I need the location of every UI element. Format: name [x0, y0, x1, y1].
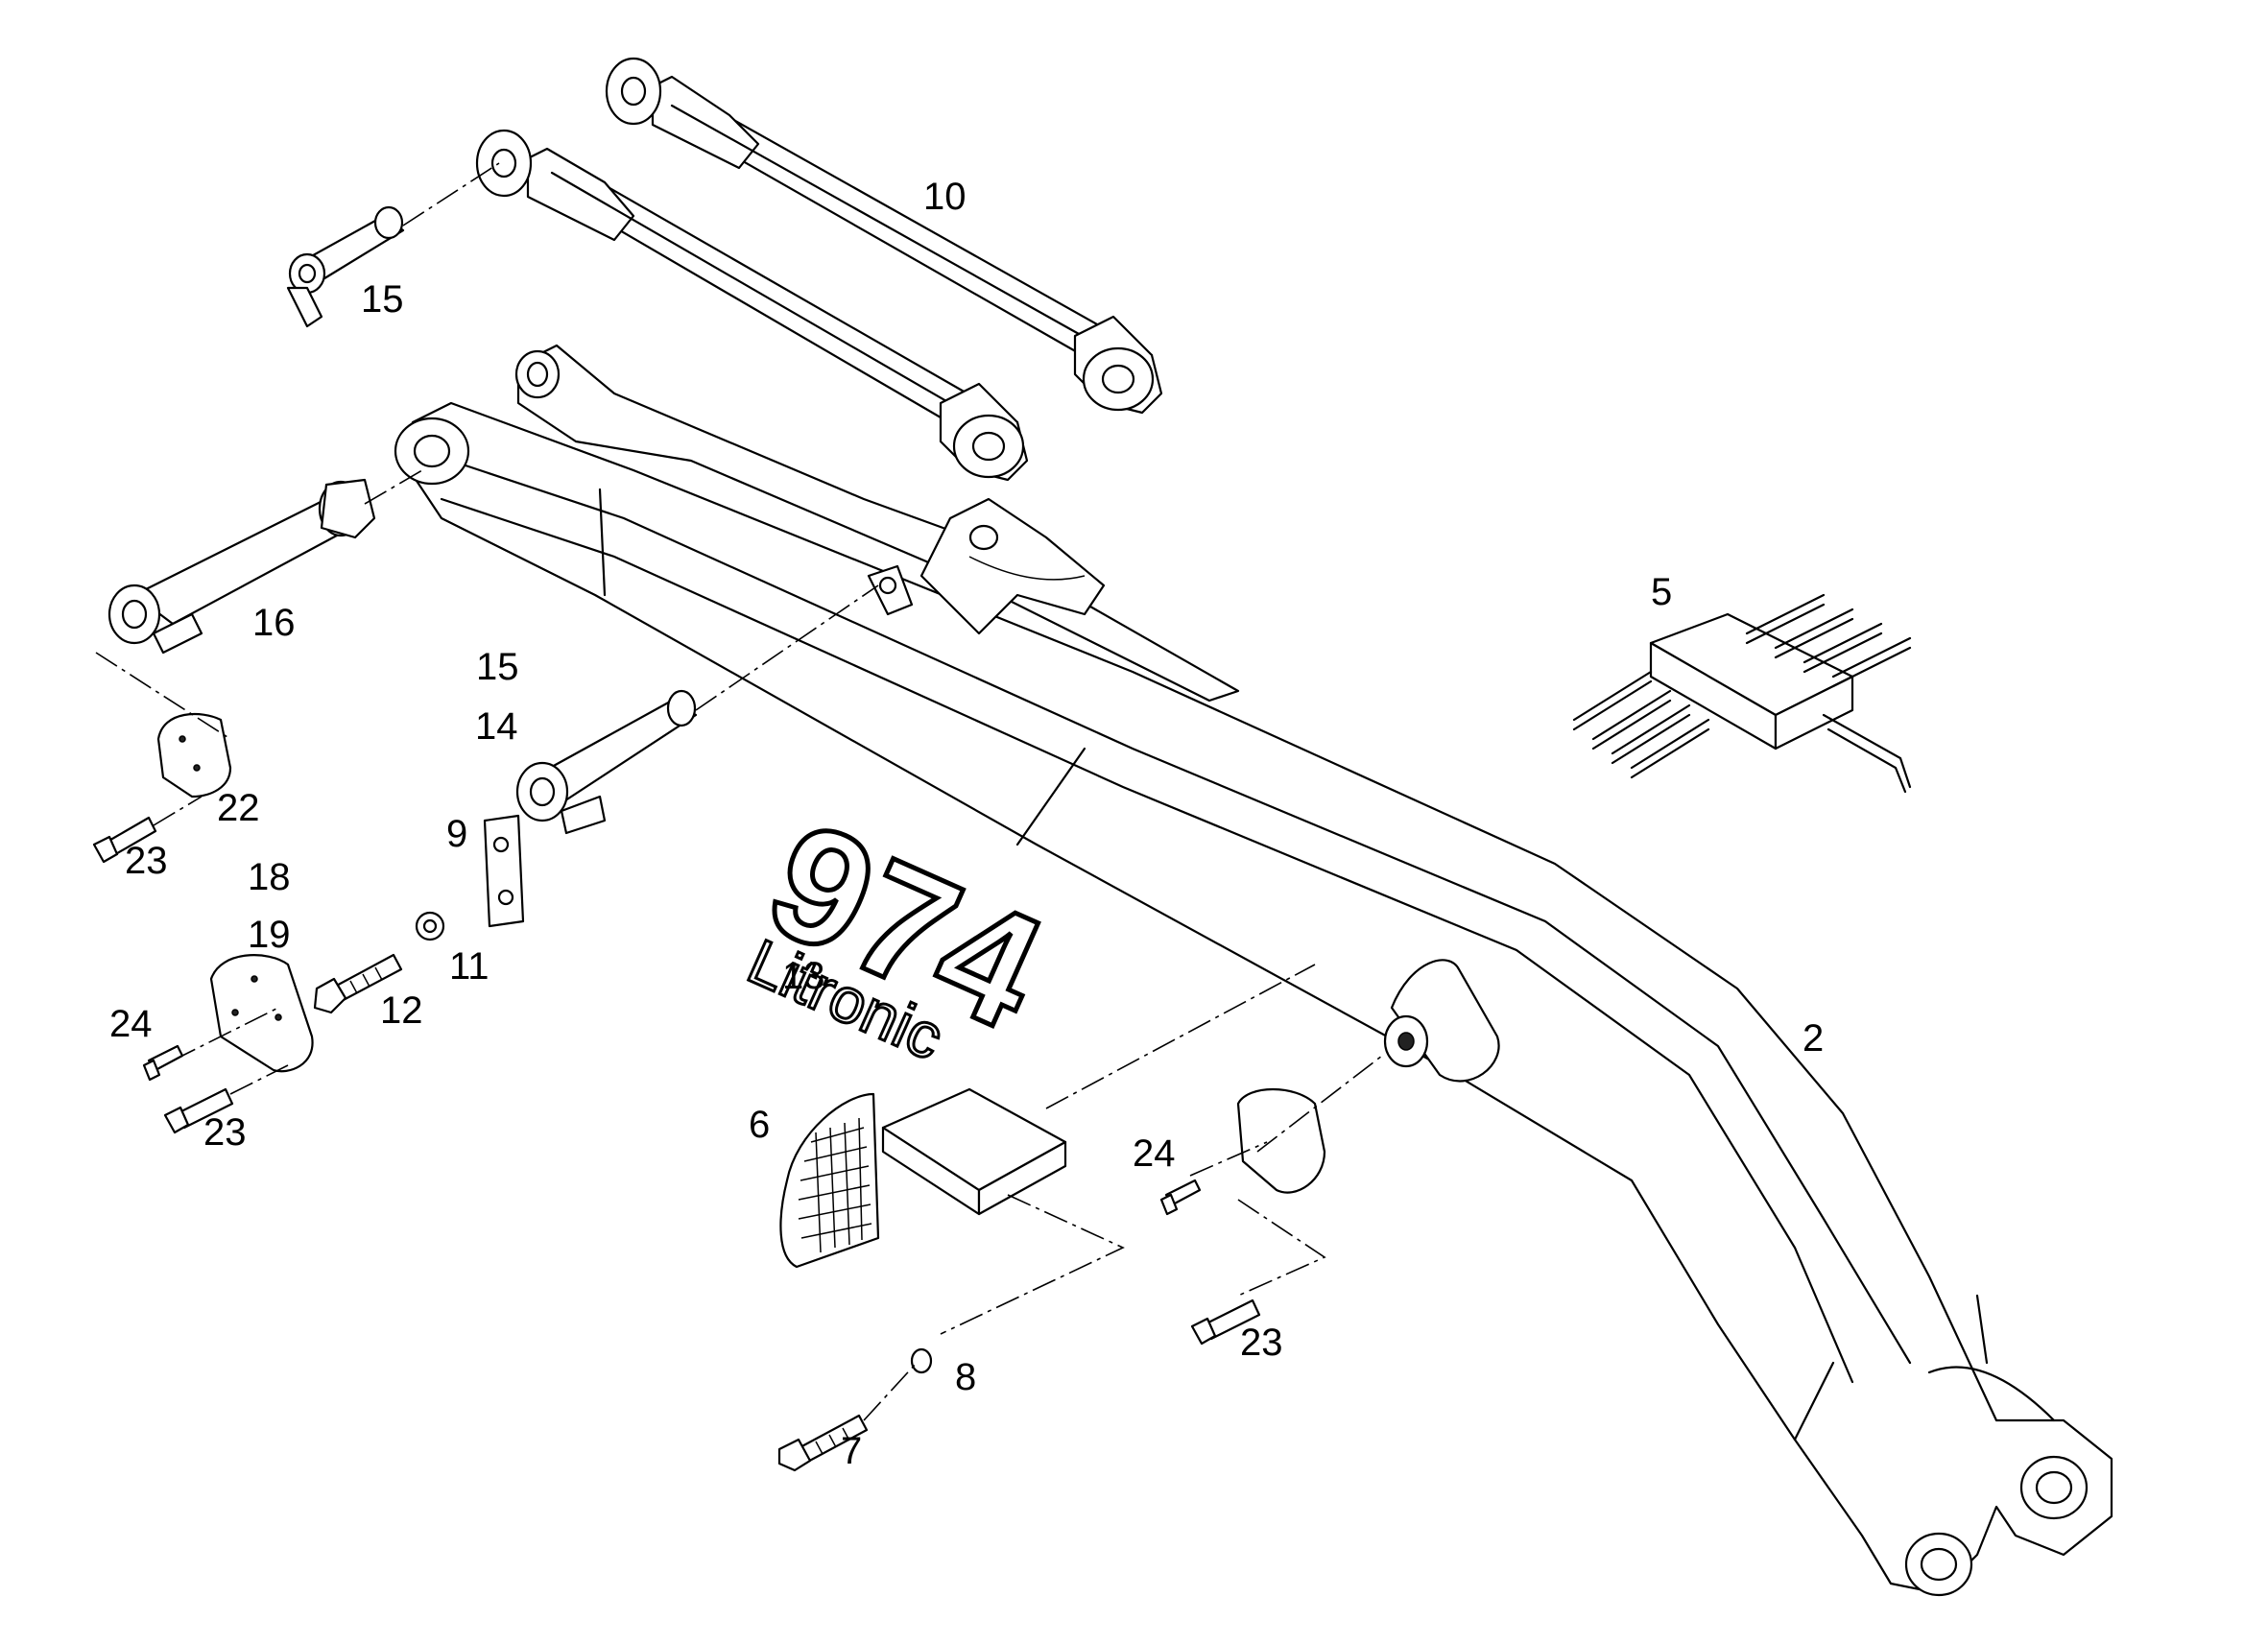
grille-6: [779, 1092, 880, 1269]
plate-9: [483, 814, 525, 928]
pin-16: [107, 469, 423, 655]
boom-arm: [394, 344, 2113, 1597]
callout-5: 5: [1651, 571, 1672, 613]
callout-8: 8: [955, 1356, 976, 1398]
callout-24-left: 24: [109, 1003, 153, 1045]
callout-9: 9: [446, 813, 467, 855]
bolt-7: [777, 1362, 918, 1472]
callout-14: 14: [475, 705, 518, 748]
bearing-cap-right: [1189, 1055, 1383, 1297]
callout-13: 13: [782, 955, 825, 997]
hydraulic-cylinders: [475, 57, 1163, 482]
grease-nipple-24-left: [142, 1044, 184, 1082]
cover-22: [95, 652, 232, 798]
bolt-23-right: [1190, 1299, 1261, 1346]
callout-22: 22: [217, 787, 260, 829]
callout-labels: 2 5 6 7 8 9 10 11 12 13 14 15 15 16 18 1…: [109, 176, 1824, 1472]
callout-24-right: 24: [1133, 1132, 1176, 1175]
valve-block-5: [1572, 593, 1912, 794]
washer-11: [415, 911, 445, 941]
grease-nipple-24-right: [1159, 1179, 1202, 1216]
callout-10: 10: [923, 176, 967, 218]
pin-upper: [286, 162, 500, 328]
callout-15-upper: 15: [361, 278, 404, 321]
callout-19: 19: [248, 914, 291, 956]
callout-6: 6: [749, 1104, 770, 1146]
callout-18: 18: [248, 856, 291, 898]
callout-7: 7: [841, 1430, 862, 1472]
callout-23-left-lower: 23: [203, 1111, 247, 1154]
callout-2: 2: [1802, 1017, 1824, 1060]
callout-23-right: 23: [1240, 1322, 1283, 1364]
washer-8: [910, 1347, 933, 1374]
callout-16: 16: [252, 602, 296, 644]
callout-15-lower: 15: [476, 646, 519, 688]
callout-12: 12: [380, 989, 423, 1032]
bolt-23-left-upper: [92, 796, 203, 864]
callout-11: 11: [449, 945, 489, 988]
cover-19: [172, 954, 314, 1073]
bolt-12: [313, 953, 403, 1014]
callout-23-left-upper: 23: [125, 840, 168, 882]
pin-14: [515, 584, 879, 835]
bolt-23-left-lower: [163, 1064, 289, 1134]
filter-box: [881, 964, 1316, 1335]
